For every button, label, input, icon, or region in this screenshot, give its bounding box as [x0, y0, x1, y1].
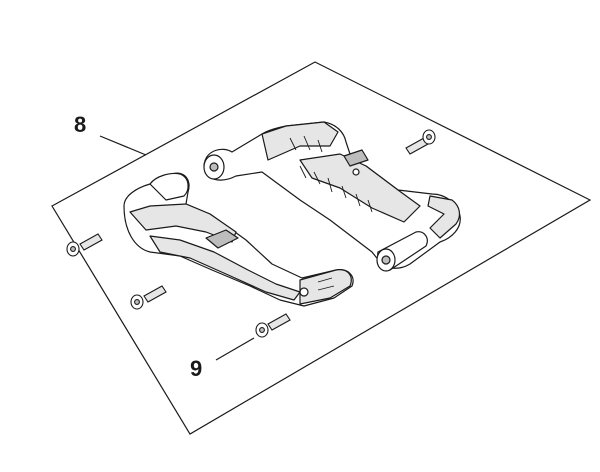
screw	[66, 129, 436, 338]
callout-label-9: 9	[190, 356, 203, 381]
handle-left	[123, 172, 354, 307]
screw-bottom	[255, 313, 291, 338]
screw-top-right	[405, 129, 436, 155]
kit-boundary	[51, 61, 592, 435]
leader-line-9	[215, 337, 255, 361]
handle-right	[203, 121, 461, 272]
leader-line-8	[99, 135, 147, 156]
screw-left	[66, 233, 103, 257]
screw-lower-left	[130, 285, 167, 310]
callout-label-8: 8	[74, 112, 87, 137]
